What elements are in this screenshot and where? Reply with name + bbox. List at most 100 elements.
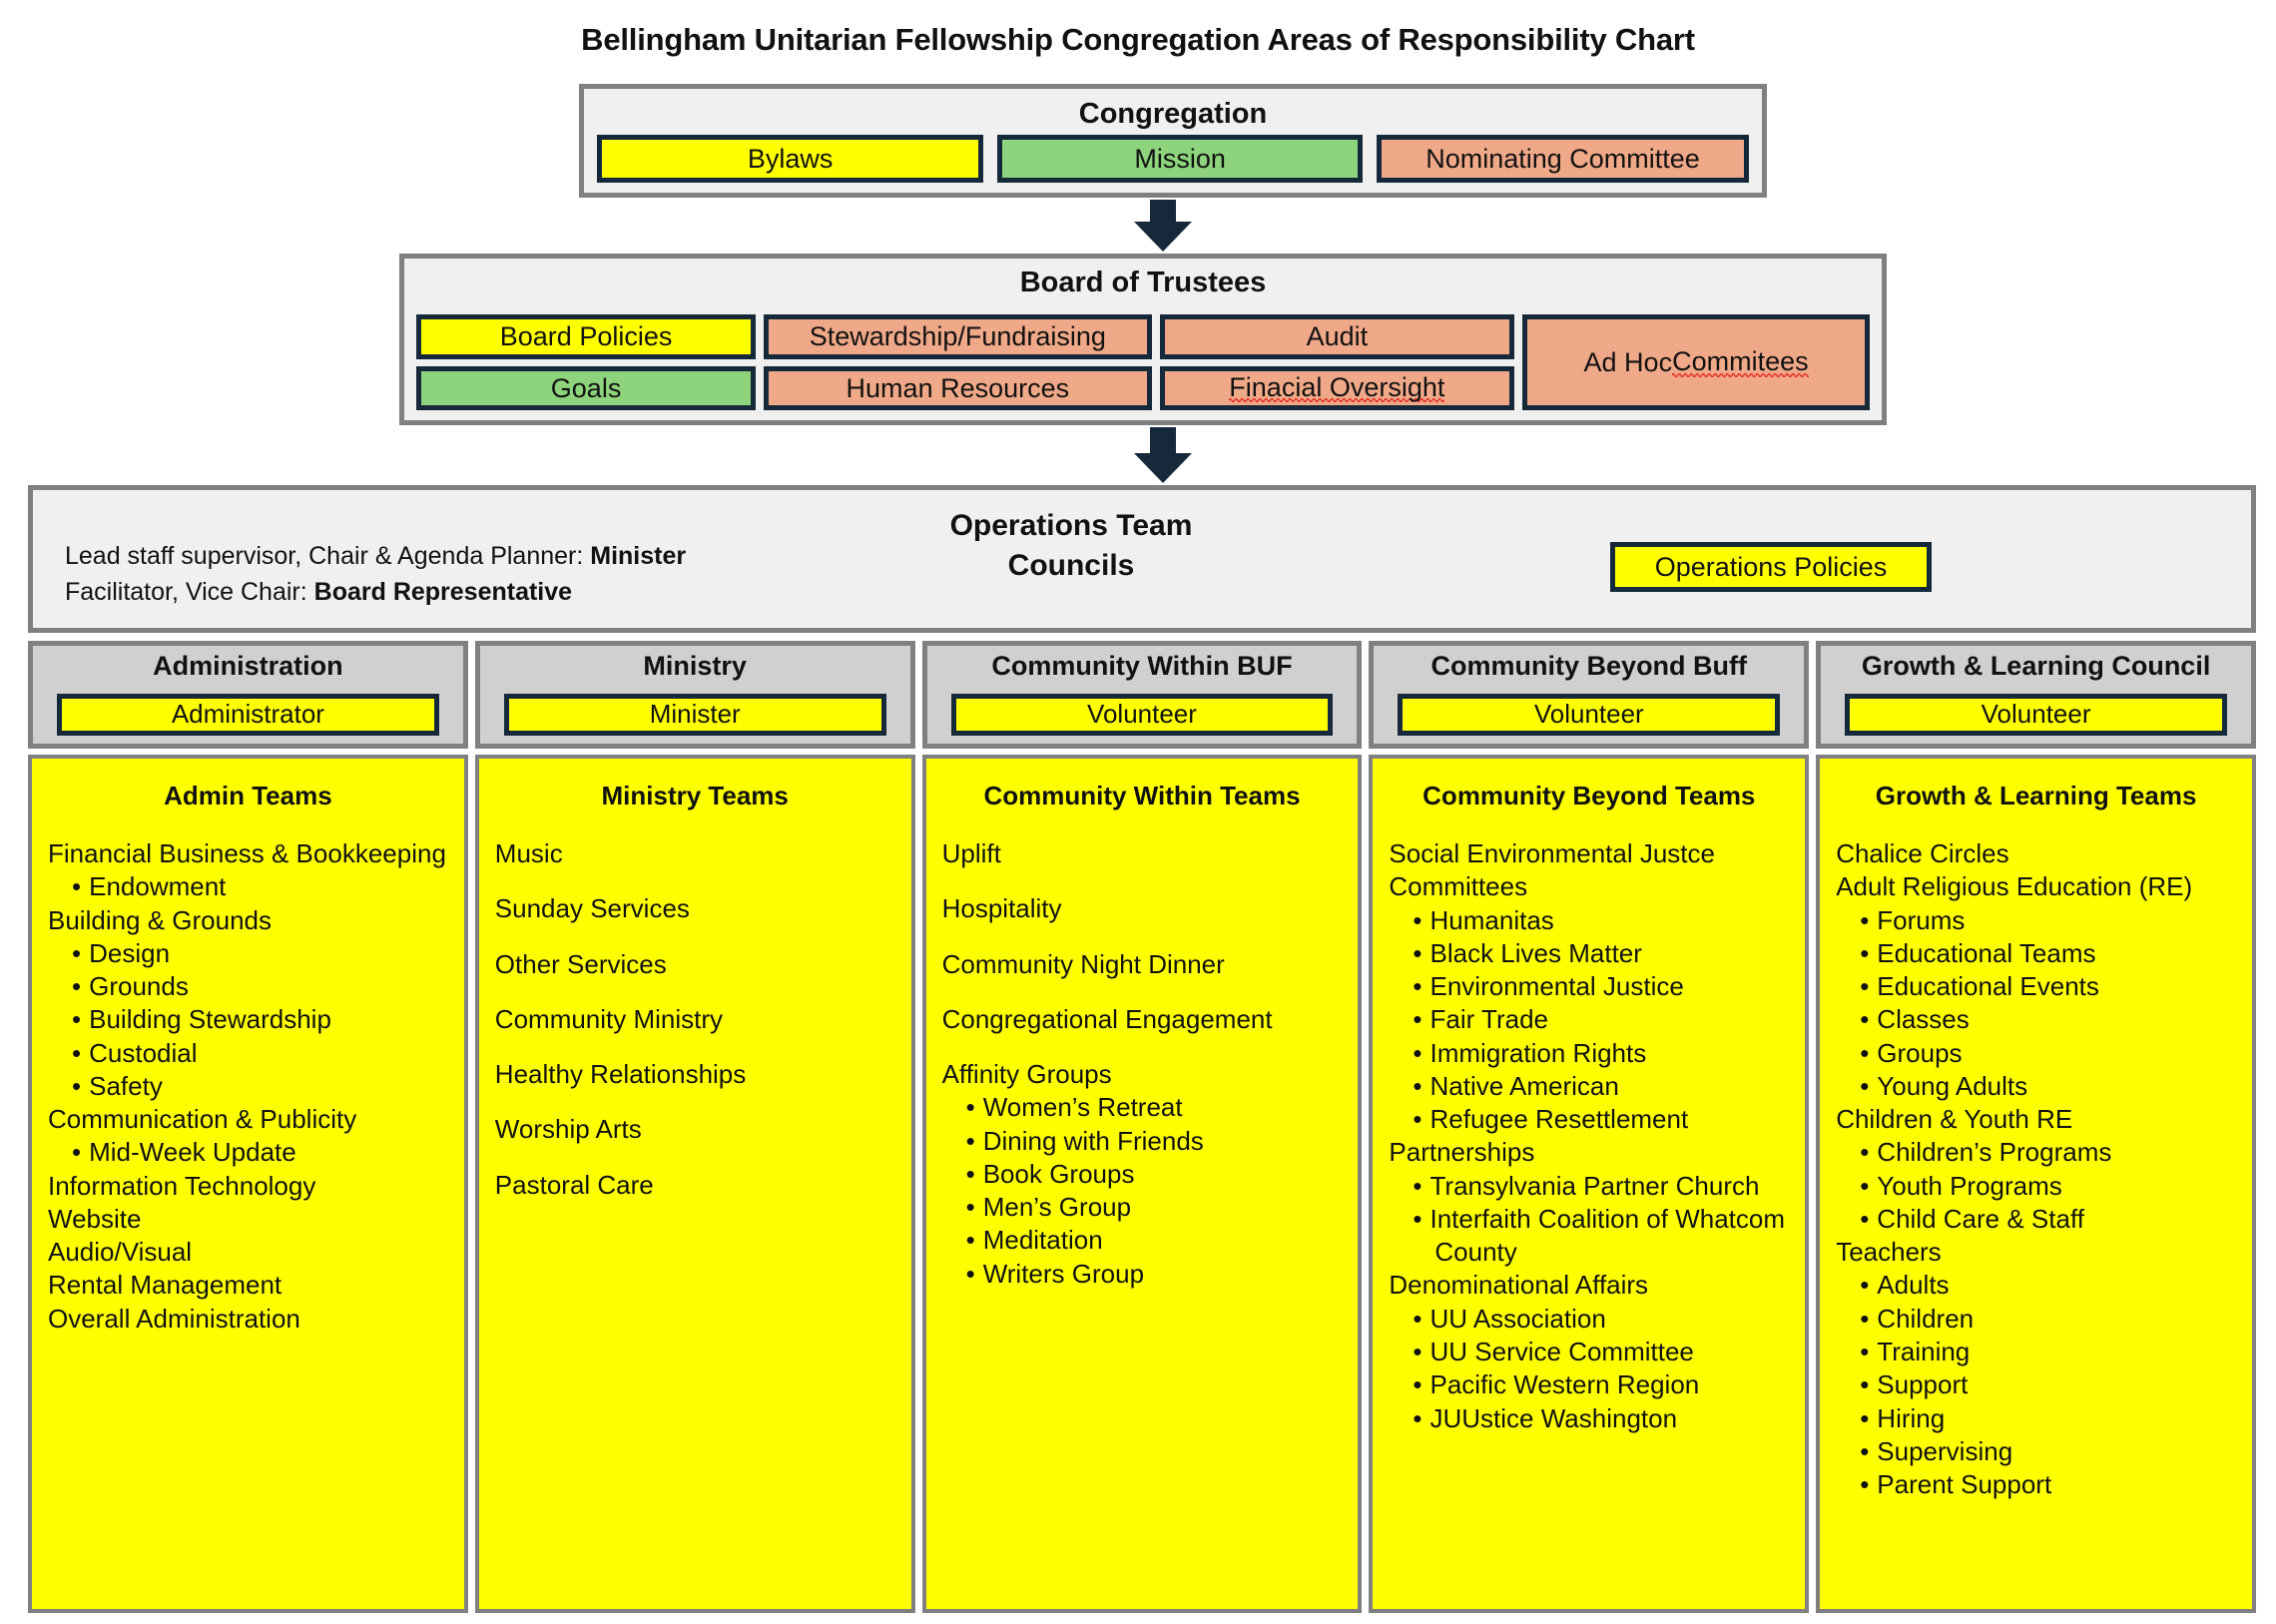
team-column-heading: Community Beyond Teams <box>1422 781 1756 811</box>
council-lead-chip[interactable]: Administrator <box>57 694 439 736</box>
bullet-icon: • <box>1860 971 1870 1002</box>
team-item-primary: Financial Business & Bookkeeping <box>48 838 446 868</box>
team-item-sub: •Groups <box>1860 1037 1963 1068</box>
bullet-icon: • <box>72 971 82 1002</box>
board-chip-goals[interactable]: Goals <box>416 365 757 410</box>
operations-roles: Lead staff supervisor, Chair & Agenda Pl… <box>65 538 686 611</box>
team-item-sub: •Youth Programs <box>1860 1170 2062 1201</box>
operations-role-line-1: Lead staff supervisor, Chair & Agenda Pl… <box>65 538 686 574</box>
congregation-chip-bylaws[interactable]: Bylaws <box>597 135 984 183</box>
team-item-sub: •Young Adults <box>1860 1070 2028 1101</box>
bullet-icon: • <box>1413 971 1422 1002</box>
bullet-icon: • <box>965 1125 975 1156</box>
bullet-icon: • <box>1413 1004 1422 1035</box>
bullet-icon: • <box>1860 1203 1870 1234</box>
team-item-sub: •Educational Teams <box>1860 937 2096 968</box>
team-item-sub: •Custodial <box>72 1037 198 1068</box>
bullet-icon: • <box>1413 904 1422 935</box>
team-item-sub: •Design <box>72 937 171 968</box>
operations-role-label: Lead staff supervisor, Chair & Agenda Pl… <box>65 542 591 570</box>
team-item-sub: •Interfaith Coalition of Whatcom County <box>1413 1203 1785 1268</box>
team-item-sub: •Children’s Programs <box>1860 1137 2112 1168</box>
congregation-chip-nominating-committee[interactable]: Nominating Committee <box>1377 135 1749 183</box>
team-item-primary: Partnerships <box>1389 1137 1535 1168</box>
team-item-sub: •Child Care & Staff <box>1860 1203 2084 1234</box>
board-chip-stewardship-fundraising[interactable]: Stewardship/Fundraising <box>764 314 1152 359</box>
congregation-chip-mission[interactable]: Mission <box>997 135 1364 183</box>
team-item-primary: Congregational Engagement <box>941 1003 1273 1034</box>
bullet-icon: • <box>1860 1070 1870 1101</box>
team-item-sub: •Educational Events <box>1860 971 2099 1002</box>
bullet-icon: • <box>965 1225 975 1256</box>
team-item-primary: Affinity Groups <box>941 1059 1112 1090</box>
bullet-icon: • <box>965 1192 975 1223</box>
bullet-icon: • <box>1413 1203 1422 1234</box>
council-lead-chip[interactable]: Volunteer <box>950 694 1334 736</box>
bullet-icon: • <box>1860 1137 1870 1168</box>
bullet-icon: • <box>72 871 82 902</box>
council-title: Growth & Learning Council <box>1861 651 2211 681</box>
bullet-icon: • <box>965 1158 975 1189</box>
bullet-icon: • <box>1860 1004 1870 1035</box>
operations-role-line-2: Facilitator, Vice Chair: Board Represent… <box>65 574 686 610</box>
team-item-primary: Teachers <box>1836 1237 1942 1268</box>
bullet-icon: • <box>72 1037 82 1068</box>
team-item-sub: •Supervising <box>1860 1435 2013 1466</box>
operations-policies-chip[interactable]: Operations Policies <box>1610 542 1932 592</box>
bullet-icon: • <box>1413 1303 1422 1334</box>
bullet-icon: • <box>1413 1104 1422 1135</box>
council-lead-chip[interactable]: Volunteer <box>1398 694 1781 736</box>
operations-team-heading: Operations Team Councils <box>911 506 1231 586</box>
bullet-icon: • <box>1413 1170 1422 1201</box>
team-item-sub: •Men’s Group <box>965 1192 1132 1223</box>
team-item-primary: Denominational Affairs <box>1389 1270 1649 1301</box>
board-column-4: Ad Hoc Commitees <box>1522 314 1870 410</box>
board-chip-board-policies[interactable]: Board Policies <box>416 314 757 359</box>
council-lead-chip[interactable]: Minister <box>503 694 886 736</box>
team-item-primary: Community Night Dinner <box>941 948 1225 979</box>
arrow-congregation-to-board <box>1128 200 1198 252</box>
operations-role-value: Minister <box>590 542 687 570</box>
team-column-heading: Admin Teams <box>164 781 332 811</box>
team-item-primary: Uplift <box>941 838 1001 868</box>
operations-heading-line-1: Operations Team <box>949 509 1193 542</box>
board-chip-audit[interactable]: Audit <box>1159 314 1515 359</box>
board-chip-ad-hoc-commitees[interactable]: Ad Hoc Commitees <box>1522 314 1870 410</box>
team-item-sub: •Fair Trade <box>1413 1004 1548 1035</box>
team-item-primary: Other Services <box>494 948 667 979</box>
bullet-icon: • <box>1860 1402 1870 1433</box>
team-item-primary: Hospitality <box>941 893 1062 924</box>
board-chip-human-resources[interactable]: Human Resources <box>764 365 1152 410</box>
bullet-icon: • <box>72 1137 82 1168</box>
bullet-icon: • <box>1860 1037 1870 1068</box>
bullet-icon: • <box>1860 1336 1870 1366</box>
team-item-sub: •Classes <box>1860 1004 1970 1035</box>
team-item-primary: Worship Arts <box>494 1114 642 1145</box>
council-lead-chip[interactable]: Volunteer <box>1845 694 2227 736</box>
team-item-primary: Children & Youth RE <box>1836 1104 2073 1135</box>
team-item-sub: •Meditation <box>965 1225 1103 1256</box>
bullet-icon: • <box>1860 1170 1870 1201</box>
congregation-chip-row: Bylaws Mission Nominating Committee <box>597 135 1749 183</box>
team-item-sub: •Dining with Friends <box>965 1125 1204 1156</box>
board-chip-finacial-oversight[interactable]: Finacial Oversight <box>1159 365 1515 410</box>
bullet-icon: • <box>1413 1070 1422 1101</box>
team-item-primary: Communication & Publicity <box>48 1104 357 1135</box>
team-item-sub: •Adults <box>1860 1270 1950 1301</box>
team-item-sub: •Immigration Rights <box>1413 1037 1647 1068</box>
